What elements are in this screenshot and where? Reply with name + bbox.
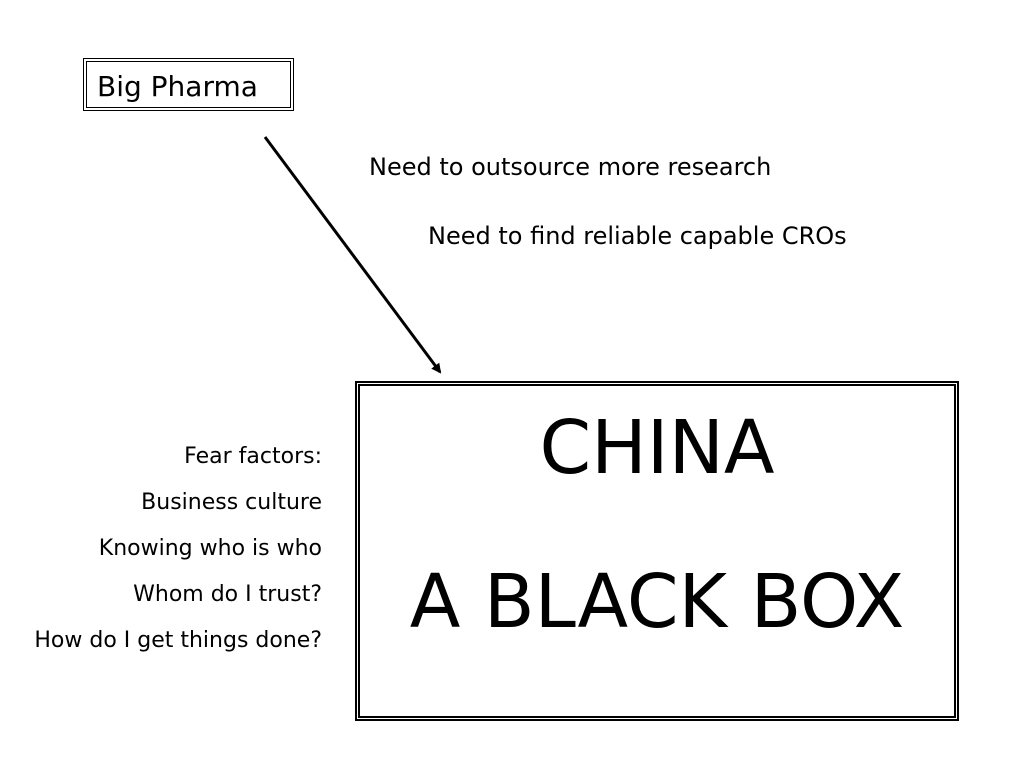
big-pharma-label: Big Pharma bbox=[97, 70, 258, 103]
black-box-subtitle: A BLACK BOX bbox=[409, 559, 905, 645]
fear-factor-item: How do I get things done? bbox=[34, 628, 322, 653]
fear-factor-item: Business culture bbox=[141, 490, 322, 515]
need-outsource-text: Need to outsource more research bbox=[369, 153, 772, 181]
fear-factor-item: Knowing who is who bbox=[98, 536, 322, 561]
china-title: CHINA bbox=[539, 405, 775, 491]
fear-factors-heading: Fear factors: bbox=[184, 444, 322, 469]
big-pharma-box: Big Pharma bbox=[83, 58, 294, 111]
fear-factor-item: Whom do I trust? bbox=[133, 582, 322, 607]
china-black-box: CHINA A BLACK BOX bbox=[355, 381, 959, 721]
need-cro-text: Need to find reliable capable CROs bbox=[428, 222, 847, 250]
fear-factors-list: Fear factors: Business culture Knowing w… bbox=[34, 442, 322, 672]
